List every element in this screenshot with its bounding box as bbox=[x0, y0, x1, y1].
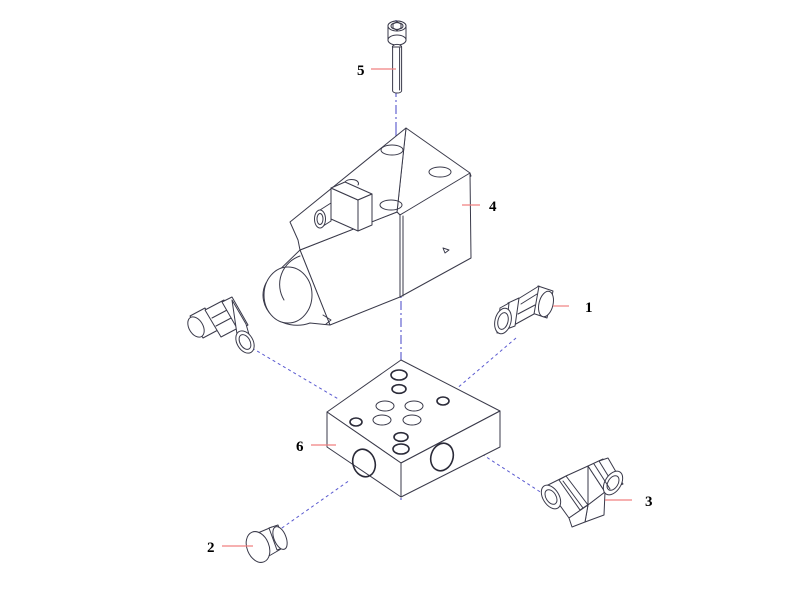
part-manifold-block bbox=[326, 359, 501, 498]
manifold-port-b1 bbox=[372, 414, 392, 426]
callout-label-6: 6 bbox=[296, 439, 304, 455]
solenoid-cap-face bbox=[263, 266, 313, 324]
screw-shank bbox=[392, 46, 403, 94]
part-elbow-fitting-90 bbox=[540, 457, 624, 528]
left-fitting-bore bbox=[238, 334, 252, 350]
manifold-bolt-hole-right bbox=[436, 396, 450, 406]
left-fitting-rear-face bbox=[187, 316, 205, 338]
left-fitting-nose-face bbox=[235, 330, 255, 354]
elbow-left-thread-1 bbox=[562, 480, 584, 509]
valve-port-top-3 bbox=[379, 199, 403, 211]
solenoid-cap-seam bbox=[279, 255, 301, 301]
callout-labels: 1 2 3 4 5 6 bbox=[207, 63, 653, 556]
solenoid-cap-detail bbox=[322, 314, 332, 325]
coil-connector-bore bbox=[316, 213, 324, 225]
manifold-port-center-3 bbox=[393, 431, 409, 443]
callout-label-5: 5 bbox=[357, 63, 365, 79]
coil-box-side bbox=[357, 193, 373, 232]
part-solenoid-valve-body bbox=[262, 127, 472, 326]
elbow-corner-left bbox=[568, 504, 589, 528]
axis-fitting-1 bbox=[454, 337, 517, 391]
plug-front-face bbox=[245, 531, 271, 563]
manifold-port-a2 bbox=[404, 400, 424, 412]
manifold-port-center-1 bbox=[390, 369, 408, 381]
callout-label-3: 3 bbox=[645, 494, 653, 510]
callout-label-2: 2 bbox=[207, 540, 215, 556]
valve-port-top-2 bbox=[428, 166, 452, 178]
manifold-port-b2 bbox=[402, 414, 422, 426]
fitting1-hex-edge-2 bbox=[517, 304, 536, 315]
manifold-side-port-right bbox=[429, 442, 455, 472]
part-socket-head-cap-screw bbox=[387, 20, 407, 94]
fitting1-hex-edge-1 bbox=[520, 293, 538, 305]
hex-socket-icon bbox=[392, 21, 402, 31]
callout-label-4: 4 bbox=[489, 199, 497, 215]
elbow-left-bore bbox=[544, 489, 558, 505]
callout-leaders bbox=[222, 68, 632, 547]
coil-connector-face bbox=[314, 209, 326, 229]
valve-port-top-1 bbox=[380, 144, 404, 156]
part-left-adapter-fitting bbox=[187, 296, 255, 354]
axis-plug-2 bbox=[271, 479, 351, 536]
manifold-port-center-2 bbox=[391, 383, 407, 395]
fitting1-rear-face bbox=[538, 290, 554, 318]
part-cylindrical-plug-cap bbox=[245, 524, 288, 563]
manifold-port-a1 bbox=[375, 400, 395, 412]
callout-label-1: 1 bbox=[585, 300, 593, 316]
screw-head-underside bbox=[387, 34, 407, 46]
elbow-right-bore bbox=[606, 475, 620, 491]
manifold-right-face bbox=[400, 410, 501, 498]
elbow-right-thread-1 bbox=[593, 463, 611, 490]
fitting1-bore bbox=[497, 312, 509, 330]
part-straight-adapter-fitting bbox=[494, 285, 554, 335]
manifold-port-center-4 bbox=[392, 443, 410, 455]
valve-face-marking bbox=[442, 247, 450, 254]
plug-rear-face bbox=[272, 526, 288, 550]
screw-socket-ring bbox=[390, 22, 404, 30]
manifold-side-port-left bbox=[351, 448, 377, 478]
left-fitting-hex-edge-1 bbox=[211, 308, 230, 319]
manifold-bolt-hole-left bbox=[349, 417, 363, 427]
left-fitting-hex-edge-2 bbox=[215, 316, 234, 327]
coil-box-boss-arc bbox=[344, 179, 359, 186]
axis-left-fitting bbox=[251, 347, 341, 401]
